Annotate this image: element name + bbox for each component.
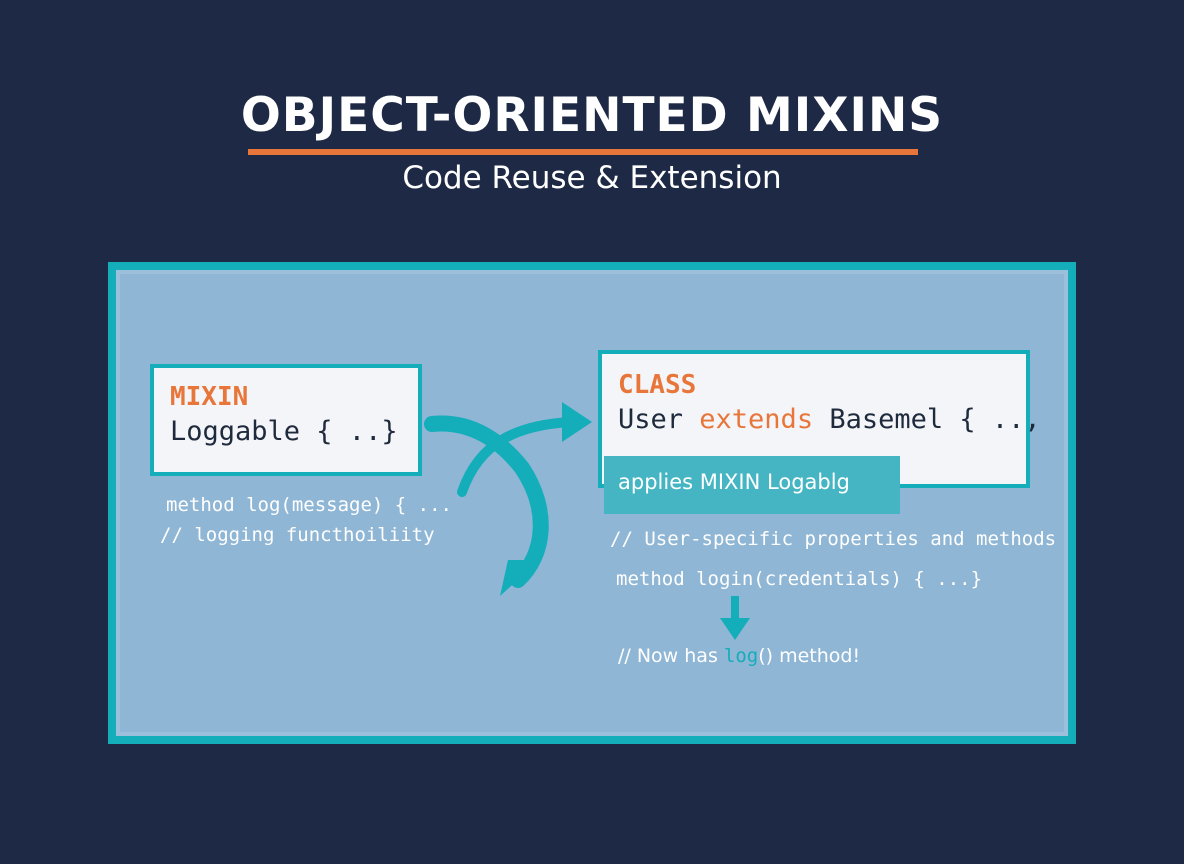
down-arrow-shaft	[731, 596, 739, 622]
arrowhead-right-icon	[562, 402, 592, 442]
class-comment-line: // User-specific properties and methods	[610, 528, 1057, 550]
mixin-card: MIXIN Loggable { ..}	[150, 364, 422, 476]
applies-mixin-badge: applies MIXIN Logablg	[604, 456, 900, 514]
result-line: // Now has log() method!	[618, 645, 860, 667]
diagram-panel	[108, 262, 1076, 744]
mixin-to-class-arrow-icon	[424, 415, 549, 588]
class-code-before: User	[618, 404, 700, 435]
result-method: log	[723, 645, 759, 667]
class-keyword: CLASS	[618, 370, 697, 400]
mixin-code: Loggable { ..}	[170, 416, 398, 447]
mixin-method-line: method log(message) { ...	[166, 494, 452, 516]
page-title: OBJECT-ORIENTED MIXINS	[240, 88, 944, 143]
page-subtitle: Code Reuse & Extension	[402, 160, 782, 196]
mixin-comment-line: // logging functhoiliity	[160, 524, 435, 546]
down-arrow-icon	[720, 618, 750, 640]
mixin-keyword: MIXIN	[170, 382, 249, 412]
result-suffix: () method!	[758, 645, 861, 667]
class-method-line: method login(credentials) { ...}	[616, 568, 983, 590]
result-prefix: // Now has	[618, 645, 724, 667]
upper-arc-arrow-icon	[457, 417, 575, 497]
class-code-after: Basemel { ..,	[813, 404, 1041, 435]
class-code-extends: extends	[699, 404, 814, 435]
arrowhead-down-left-icon	[500, 560, 540, 596]
class-code: User extends Basemel { ..,	[618, 404, 1041, 435]
title-underline	[248, 149, 918, 155]
